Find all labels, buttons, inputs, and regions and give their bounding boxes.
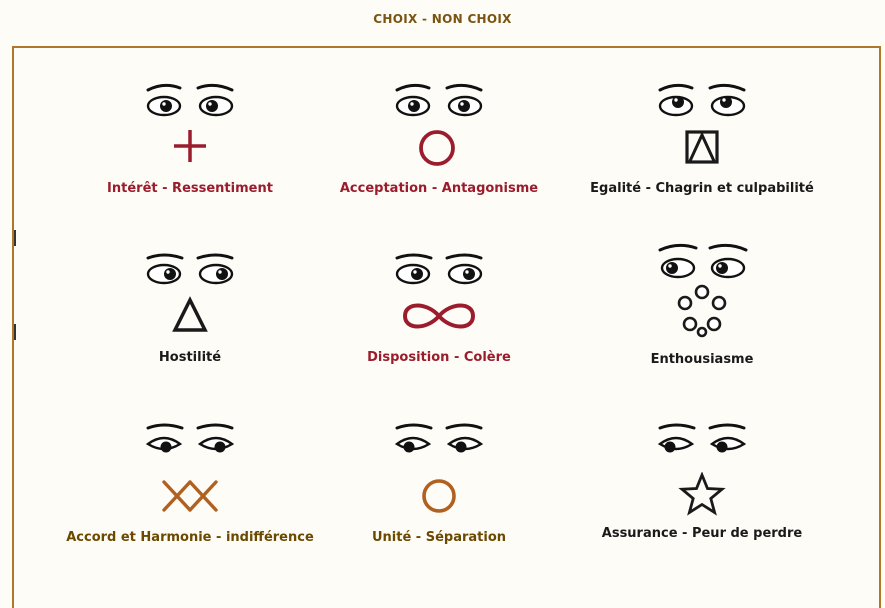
- infinity-icon: [309, 296, 569, 336]
- emotion-card-interet: Intérêt - Ressentiment: [60, 80, 320, 230]
- emotion-caption: Unité - Séparation: [289, 530, 589, 545]
- emotion-card-accord: Accord et Harmonie - indifférence: [60, 418, 320, 568]
- emotion-card-unite: Unité - Séparation: [309, 418, 569, 568]
- square-triangle-icon: [572, 130, 832, 166]
- emotion-caption: Assurance - Peur de perdre: [552, 526, 852, 541]
- eyes-looking-right-icon: [140, 248, 240, 292]
- page-title: CHOIX - NON CHOIX: [0, 12, 885, 26]
- circle-ring-icon: [572, 284, 832, 340]
- emotion-caption: Disposition - Colère: [289, 350, 589, 365]
- eyes-looking-right-icon: [389, 248, 489, 292]
- emotion-card-egalite: Egalité - Chagrin et culpabilité: [572, 80, 832, 230]
- circle-icon: [309, 476, 569, 516]
- eyes-looking-down-icon: [140, 418, 240, 462]
- eyes-looking-center-icon: [389, 80, 489, 124]
- circle-icon: [309, 128, 569, 168]
- edge-mark: [14, 230, 16, 246]
- double-x-icon: [60, 476, 320, 516]
- plus-icon: [60, 128, 320, 164]
- star-icon: [572, 472, 832, 516]
- emotion-caption: Egalité - Chagrin et culpabilité: [552, 181, 852, 196]
- emotion-caption: Acceptation - Antagonisme: [289, 181, 589, 196]
- emotion-card-enthousiasme: Enthousiasme: [572, 240, 832, 390]
- emotion-card-hostilite: Hostilité: [60, 248, 320, 398]
- emotion-card-assurance: Assurance - Peur de perdre: [572, 418, 832, 568]
- eyes-looking-down-left-icon: [652, 418, 752, 462]
- emotion-caption: Enthousiasme: [552, 352, 852, 367]
- eyes-looking-up-icon: [652, 80, 752, 124]
- emotion-card-disposition: Disposition - Colère: [309, 248, 569, 398]
- edge-mark: [14, 324, 16, 340]
- eyes-looking-down-icon: [389, 418, 489, 462]
- eyes-looking-left-icon: [652, 240, 752, 284]
- emotion-card-acceptation: Acceptation - Antagonisme: [309, 80, 569, 230]
- triangle-icon: [60, 296, 320, 336]
- eyes-looking-center-icon: [140, 80, 240, 124]
